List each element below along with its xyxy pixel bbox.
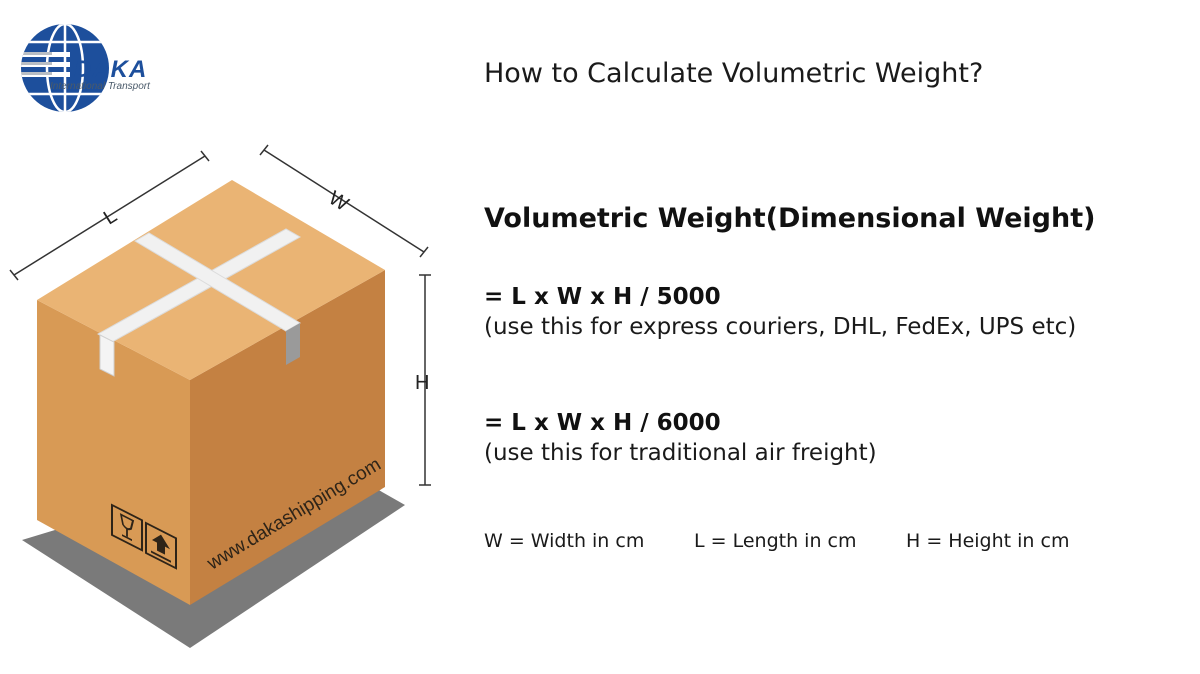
logo-name: DAKA: [74, 56, 148, 83]
legend-length: L = Length in cm: [694, 530, 857, 552]
formula-note: (use this for traditional air freight): [484, 440, 877, 466]
length-label: L: [100, 205, 121, 230]
formula-air-freight: = L x W x H / 6000 (use this for traditi…: [484, 410, 877, 466]
formula-expression: = L x W x H / 5000: [484, 284, 721, 310]
formula-express: = L x W x H / 5000 (use this for express…: [484, 284, 1076, 340]
formula-expression: = L x W x H / 6000: [484, 410, 721, 436]
formula-note: (use this for express couriers, DHL, Fed…: [484, 314, 1077, 340]
tape-flap-side: [286, 323, 300, 365]
section-heading: Volumetric Weight(Dimensional Weight): [484, 203, 1096, 234]
legend-height: H = Height in cm: [906, 530, 1070, 552]
height-label: H: [415, 372, 429, 394]
company-logo: DAKA International Transport: [20, 22, 170, 118]
page-title: How to Calculate Volumetric Weight?: [484, 58, 984, 89]
dimension-legend: W = Width in cm L = Length in cm H = Hei…: [484, 530, 1069, 552]
globe-icon: [21, 24, 109, 112]
box-side-face: [190, 270, 385, 605]
length-dimension-line: [13, 155, 206, 276]
tape-flap-front: [99, 334, 115, 377]
legend-width: W = Width in cm: [484, 530, 645, 552]
box-front-face: [37, 300, 190, 605]
logo-subtitle: International Transport: [50, 81, 150, 92]
fragile-glass-icon: [111, 503, 143, 552]
box-illustration: L W H www.dakashipping.com: [9, 144, 431, 648]
width-dimension-line: [263, 149, 425, 253]
this-way-up-icon: [145, 521, 177, 570]
